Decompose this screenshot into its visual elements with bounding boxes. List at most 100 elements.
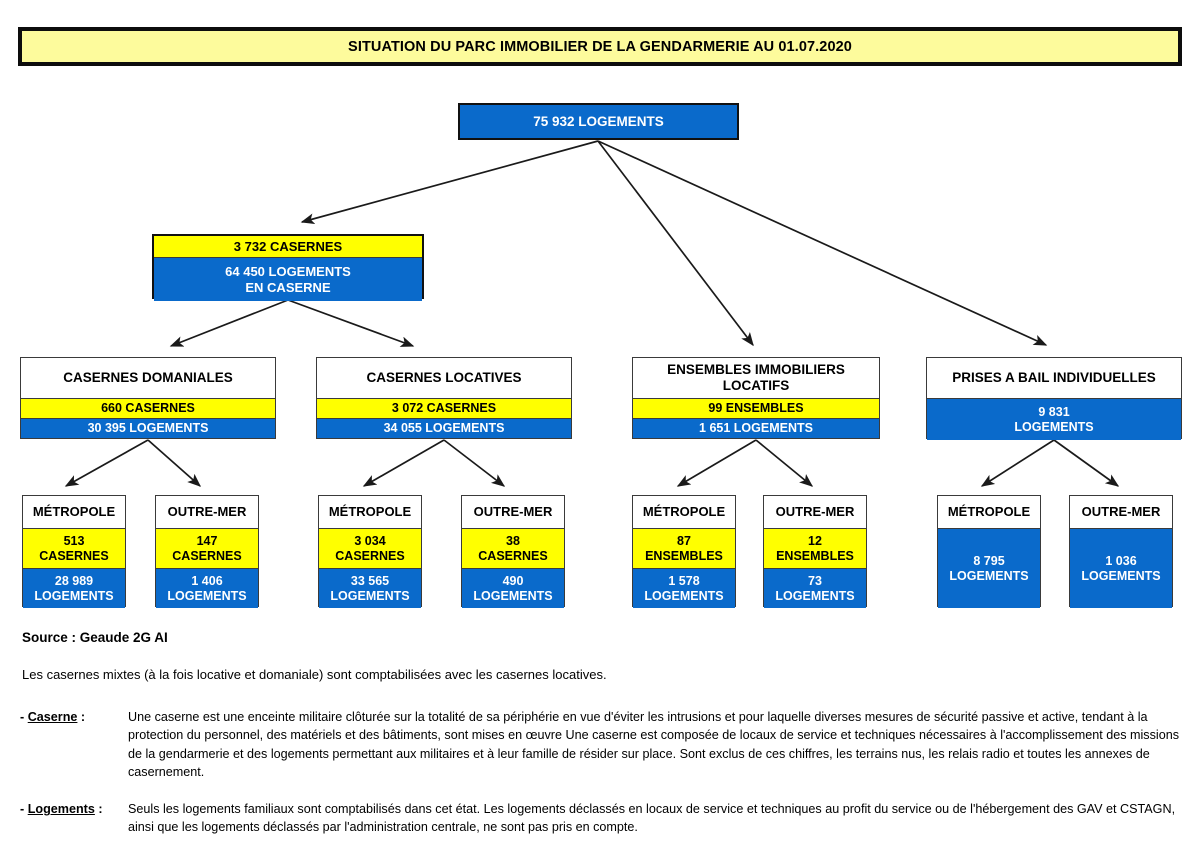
node-locatives-outre-mer: OUTRE-MER 38 CASERNES 490 LOGEMENTS (461, 495, 565, 608)
ensembles-logements: 1 651 LOGEMENTS (699, 421, 813, 436)
leaf-blue-unit: LOGEMENTS (330, 588, 410, 603)
casernes-domaniales-count: 660 CASERNES (101, 401, 195, 416)
leaf-yellow-band: 3 034 CASERNES (319, 528, 421, 568)
leaf-yellow-unit: ENSEMBLES (776, 548, 854, 563)
mixed-casernes-note: Les casernes mixtes (à la fois locative … (22, 667, 607, 682)
leaf-yellow-band: 513 CASERNES (23, 528, 125, 568)
casernes-locatives-logements-band: 34 055 LOGEMENTS (317, 418, 571, 438)
casernes-locatives-count: 3 072 CASERNES (391, 401, 497, 416)
definition-caserne-marker: - Caserne : (20, 708, 124, 781)
root-value: 75 932 LOGEMENTS (533, 113, 664, 129)
ensembles-title-line2: LOCATIFS (722, 378, 790, 393)
leaf-blue-band: 28 989 LOGEMENTS (23, 568, 125, 608)
node-casernes-locatives: CASERNES LOCATIVES 3 072 CASERNES 34 055… (316, 357, 572, 439)
leaf-yellow-value: 38 (506, 533, 520, 548)
casernes-count-band: 3 732 CASERNES (154, 236, 422, 257)
casernes-domaniales-logements-band: 30 395 LOGEMENTS (21, 418, 275, 438)
leaf-blue-band: 1 578 LOGEMENTS (633, 568, 735, 608)
leaf-title-band: MÉTROPOLE (633, 496, 735, 528)
leaf-title: MÉTROPOLE (642, 504, 726, 520)
leaf-blue-value: 8 795 (973, 553, 1005, 568)
prises-a-bail-title-band: PRISES A BAIL INDIVIDUELLES (927, 358, 1181, 398)
ensembles-count-band: 99 ENSEMBLES (633, 398, 879, 418)
prises-a-bail-logements-band: 9 831 LOGEMENTS (927, 398, 1181, 440)
leaf-blue-unit: LOGEMENTS (949, 568, 1029, 583)
definition-caserne-text: Une caserne est une enceinte militaire c… (128, 710, 1180, 779)
leaf-blue-value: 28 989 (54, 573, 94, 588)
node-total-logements: 75 932 LOGEMENTS (458, 103, 739, 140)
definition-caserne-term: Caserne (27, 710, 78, 724)
node-casernes-domaniales: CASERNES DOMANIALES 660 CASERNES 30 395 … (20, 357, 276, 439)
casernes-count: 3 732 CASERNES (233, 238, 343, 254)
prises-a-bail-title: PRISES A BAIL INDIVIDUELLES (952, 370, 1156, 386)
leaf-blue-unit: LOGEMENTS (644, 588, 724, 603)
casernes-logements-count: 64 450 LOGEMENTS (225, 264, 351, 280)
definition-caserne: - Caserne : Une caserne est une enceinte… (20, 708, 1190, 781)
leaf-yellow-unit: CASERNES (335, 548, 405, 563)
leaf-blue-value: 33 565 (350, 573, 390, 588)
definition-logements-marker: - Logements : (20, 800, 124, 837)
casernes-locatives-title-band: CASERNES LOCATIVES (317, 358, 571, 398)
node-ensembles-metropole: MÉTROPOLE 87 ENSEMBLES 1 578 LOGEMENTS (632, 495, 736, 608)
leaf-blue-value: 1 406 (191, 573, 223, 588)
node-ensembles-immobiliers-locatifs: ENSEMBLES IMMOBILIERS LOCATIFS 99 ENSEMB… (632, 357, 880, 439)
leaf-blue-band: 73 LOGEMENTS (764, 568, 866, 608)
leaf-blue-unit: LOGEMENTS (34, 588, 114, 603)
leaf-yellow-band: 38 CASERNES (462, 528, 564, 568)
page-title: SITUATION DU PARC IMMOBILIER DE LA GENDA… (348, 38, 852, 55)
node-prises-a-bail-outre-mer: OUTRE-MER 1 036 LOGEMENTS (1069, 495, 1173, 608)
leaf-title-band: OUTRE-MER (156, 496, 258, 528)
leaf-yellow-value: 87 (677, 533, 691, 548)
leaf-yellow-band: 147 CASERNES (156, 528, 258, 568)
leaf-blue-band: 8 795 LOGEMENTS (938, 528, 1040, 608)
leaf-blue-band: 1 406 LOGEMENTS (156, 568, 258, 608)
node-ensembles-outre-mer: OUTRE-MER 12 ENSEMBLES 73 LOGEMENTS (763, 495, 867, 608)
leaf-title-band: MÉTROPOLE (319, 496, 421, 528)
casernes-domaniales-count-band: 660 CASERNES (21, 398, 275, 418)
leaf-yellow-value: 3 034 (354, 533, 386, 548)
root-value-band: 75 932 LOGEMENTS (460, 105, 737, 138)
leaf-blue-value: 73 (808, 573, 822, 588)
leaf-blue-value: 490 (502, 573, 524, 588)
leaf-title: MÉTROPOLE (947, 504, 1031, 520)
leaf-title-band: OUTRE-MER (764, 496, 866, 528)
leaf-blue-unit: LOGEMENTS (1081, 568, 1161, 583)
leaf-title: MÉTROPOLE (32, 504, 116, 520)
casernes-locatives-logements: 34 055 LOGEMENTS (383, 421, 505, 436)
leaf-blue-band: 33 565 LOGEMENTS (319, 568, 421, 608)
ensembles-count: 99 ENSEMBLES (708, 401, 804, 416)
leaf-title: OUTRE-MER (775, 504, 855, 520)
leaf-yellow-unit: CASERNES (172, 548, 242, 563)
leaf-blue-value: 1 036 (1105, 553, 1137, 568)
node-domaniales-metropole: MÉTROPOLE 513 CASERNES 28 989 LOGEMENTS (22, 495, 126, 608)
ensembles-title-band: ENSEMBLES IMMOBILIERS LOCATIFS (633, 358, 879, 398)
leaf-yellow-unit: CASERNES (39, 548, 109, 563)
node-locatives-metropole: MÉTROPOLE 3 034 CASERNES 33 565 LOGEMENT… (318, 495, 422, 608)
leaf-yellow-band: 12 ENSEMBLES (764, 528, 866, 568)
leaf-title-band: MÉTROPOLE (23, 496, 125, 528)
node-casernes-total: 3 732 CASERNES 64 450 LOGEMENTS EN CASER… (152, 234, 424, 301)
leaf-blue-unit: LOGEMENTS (167, 588, 247, 603)
leaf-title: OUTRE-MER (1081, 504, 1161, 520)
casernes-locatives-title: CASERNES LOCATIVES (366, 370, 522, 386)
leaf-yellow-value: 513 (63, 533, 85, 548)
leaf-blue-unit: LOGEMENTS (473, 588, 553, 603)
leaf-title: MÉTROPOLE (328, 504, 412, 520)
leaf-title-band: OUTRE-MER (462, 496, 564, 528)
leaf-yellow-value: 147 (196, 533, 218, 548)
prises-a-bail-logements-count: 9 831 (1038, 404, 1070, 419)
leaf-title-band: OUTRE-MER (1070, 496, 1172, 528)
leaf-title: OUTRE-MER (167, 504, 247, 520)
definition-logements-bullet: - (20, 802, 28, 816)
leaf-yellow-band: 87 ENSEMBLES (633, 528, 735, 568)
node-prises-a-bail-individuelles: PRISES A BAIL INDIVIDUELLES 9 831 LOGEME… (926, 357, 1182, 440)
casernes-domaniales-logements: 30 395 LOGEMENTS (87, 421, 209, 436)
casernes-domaniales-title-band: CASERNES DOMANIALES (21, 358, 275, 398)
leaf-blue-band: 490 LOGEMENTS (462, 568, 564, 608)
definition-logements-colon: : (94, 802, 103, 816)
definition-caserne-colon: : (77, 710, 86, 724)
node-prises-a-bail-metropole: MÉTROPOLE 8 795 LOGEMENTS (937, 495, 1041, 608)
casernes-logements-label: EN CASERNE (245, 279, 331, 295)
prises-a-bail-logements-label: LOGEMENTS (1014, 419, 1094, 434)
